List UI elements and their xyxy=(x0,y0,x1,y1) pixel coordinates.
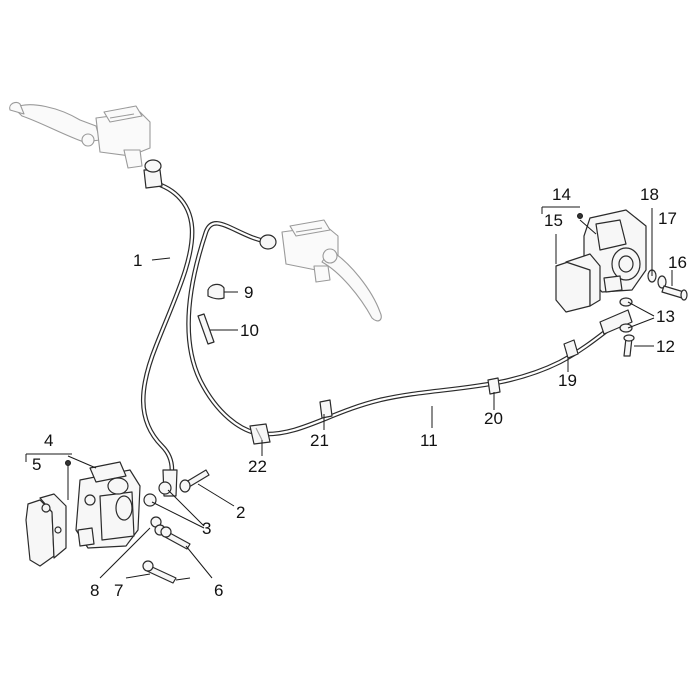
callout-21: 21 xyxy=(310,431,329,450)
hose-clip-21 xyxy=(319,399,333,419)
front-brake-caliper xyxy=(75,461,141,549)
callout-20: 20 xyxy=(484,409,503,428)
hose-clip-19 xyxy=(563,339,579,359)
callout-17: 17 xyxy=(658,209,677,228)
callout-22: 22 xyxy=(248,457,267,476)
callout-12: 12 xyxy=(656,337,675,356)
callout-10: 10 xyxy=(240,321,259,340)
caliper-bolt-2 xyxy=(179,469,210,493)
bleeder-bolt-16 xyxy=(661,285,688,301)
washer-3a xyxy=(158,481,172,495)
callout-13: 13 xyxy=(656,307,675,326)
callout-8: 8 xyxy=(90,581,99,600)
callout-16: 16 xyxy=(668,253,687,272)
bracket-dot-4 xyxy=(65,460,71,466)
leader-lines xyxy=(25,206,673,581)
brake-pads-15 xyxy=(555,253,601,313)
washer-13a xyxy=(619,297,633,307)
callout-2: 2 xyxy=(236,503,245,522)
washer-13b xyxy=(619,323,633,333)
bracket-dot-14 xyxy=(577,213,583,219)
callout-3: 3 xyxy=(202,519,211,538)
callout-6: 6 xyxy=(214,581,223,600)
banjo-bolt-12 xyxy=(623,334,635,357)
hose-clip-20 xyxy=(487,377,501,395)
brake-pads-5 xyxy=(25,493,67,567)
callout-5: 5 xyxy=(32,455,41,474)
hose-clip-22 xyxy=(249,423,271,445)
caliper-bolt-6b xyxy=(142,560,177,584)
callout-1: 1 xyxy=(133,251,142,270)
clip-part-9 xyxy=(207,283,225,300)
callout-14: 14 xyxy=(552,185,571,204)
callout-15: 15 xyxy=(544,211,563,230)
ghost-master-cylinder-left xyxy=(9,101,151,169)
washer-3b xyxy=(143,493,157,507)
callout-7: 7 xyxy=(114,581,123,600)
ghost-master-cylinder-right xyxy=(281,219,382,322)
callout-18: 18 xyxy=(640,185,659,204)
callout-11: 11 xyxy=(420,431,438,450)
brake-hose-1 xyxy=(141,159,195,497)
callout-4: 4 xyxy=(44,431,53,450)
pin-part-10 xyxy=(197,313,215,345)
callout-19: 19 xyxy=(558,371,577,390)
callout-9: 9 xyxy=(244,283,253,302)
washer-17 xyxy=(657,275,667,289)
caliper-bolt-6a xyxy=(160,526,191,550)
